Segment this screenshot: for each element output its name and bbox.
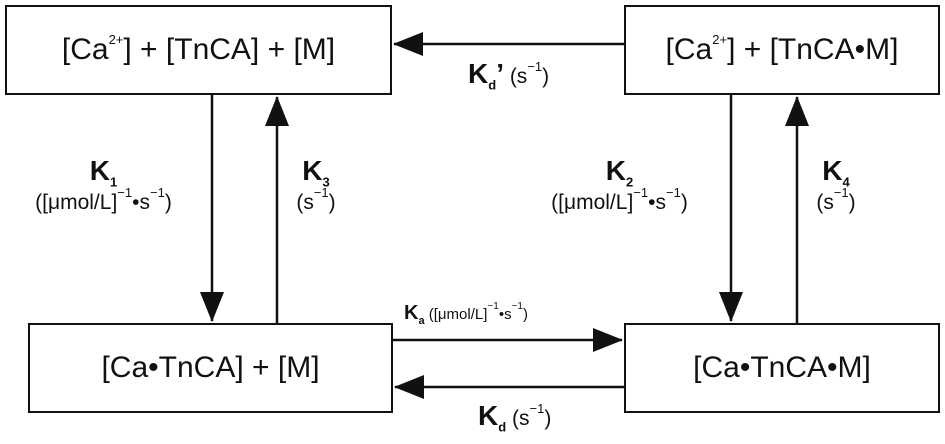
state-label: [Ca•TnCA•M] xyxy=(693,351,871,384)
rate-label-kd-prime: Kd’ (s−1) xyxy=(468,58,550,93)
rate-label-ka: Ka ([μmol/L]−1•s−1) xyxy=(404,301,528,328)
rate-label-k3: K3 (s−1) xyxy=(296,155,336,214)
rate-label-k2: K2 ([μmol/L]−1•s−1) xyxy=(551,155,688,214)
state-box-free-ca-tnca-m: [Ca2+] + [TnCA] + [M] xyxy=(5,5,392,95)
state-label: [Ca•TnCA] + [M] xyxy=(101,351,320,384)
state-label: [Ca2+] + [TnCA] + [M] xyxy=(61,32,336,66)
state-box-ca-tnca-plus-m: [Ca•TnCA] + [M] xyxy=(28,323,393,413)
rate-label-k4: K4 (s−1) xyxy=(816,155,856,214)
rate-label-kd: Kd (s−1) xyxy=(478,400,552,435)
rate-label-k1: K1 ([μmol/L]−1•s−1) xyxy=(35,155,172,214)
state-box-ca-tnca-m: [Ca•TnCA•M] xyxy=(624,323,940,413)
state-box-free-ca-tnca-m-complex: [Ca2+] + [TnCA•M] xyxy=(624,5,940,95)
state-label: [Ca2+] + [TnCA•M] xyxy=(665,32,899,66)
